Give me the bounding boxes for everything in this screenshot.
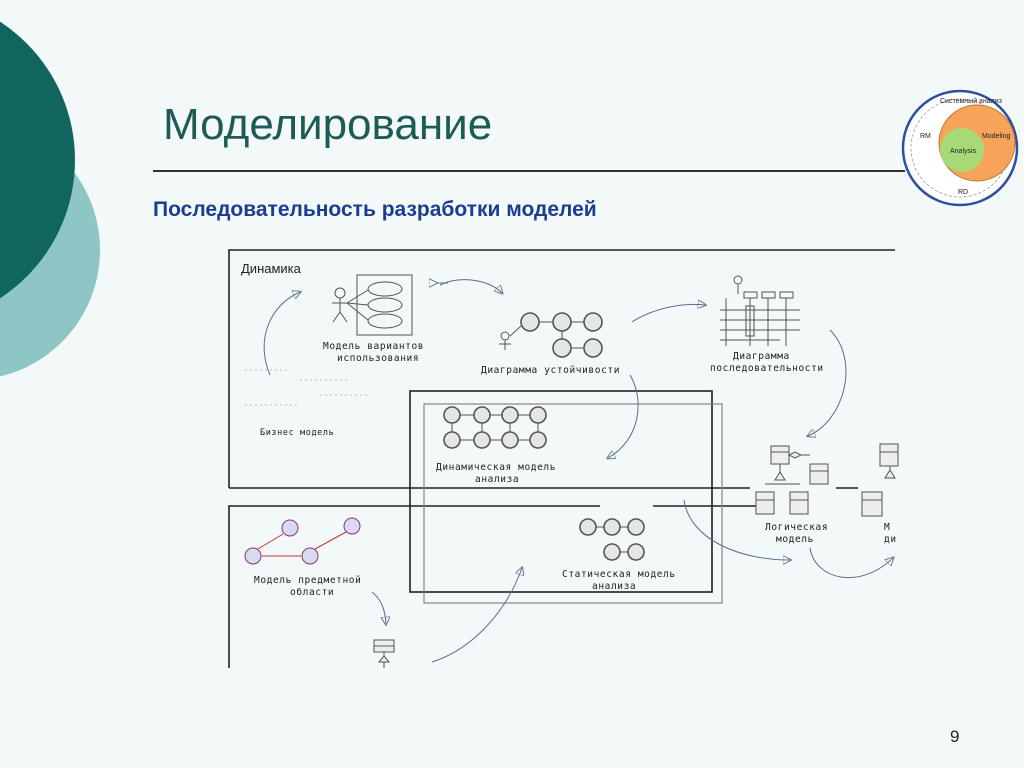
arrow-robustness-to-dynamic xyxy=(608,374,639,458)
page-number: 9 xyxy=(950,727,960,746)
arrow-logical-to-design xyxy=(809,547,893,579)
analysis-box xyxy=(409,390,713,593)
robustness-diagram-icon xyxy=(499,312,603,358)
business-model-icon xyxy=(245,369,370,406)
use-case-model-icon xyxy=(332,274,413,336)
robustness-diagram-label: Диаграмма устойчивости xyxy=(481,365,620,376)
sequence-diagram-label-1: Диаграмма xyxy=(733,351,790,362)
system-analysis-badge: Системный анализ RM Modeling Analysis RD xyxy=(901,89,1019,207)
design-model-icon xyxy=(861,443,899,517)
analysis-box-shadow xyxy=(423,403,723,604)
static-analysis-model-icon xyxy=(579,518,645,561)
use-case-model-label-1: Модель вариантов xyxy=(323,341,424,352)
badge-rm-label: RM xyxy=(920,133,931,140)
bottom-class-icon xyxy=(373,639,395,668)
sequence-diagram-icon xyxy=(720,275,800,346)
title-divider xyxy=(153,170,905,172)
logical-model-label-2: модель xyxy=(776,534,814,545)
arrow-static-to-logical xyxy=(683,499,790,560)
badge-modeling-label: Modeling xyxy=(982,133,1011,140)
dynamic-analysis-model-icon xyxy=(443,406,547,449)
arrow-sequence-to-logical xyxy=(808,329,847,436)
arrow-class-to-static xyxy=(431,568,522,663)
arrow-domain-to-class xyxy=(371,591,386,624)
badge-top-label: Системный анализ xyxy=(940,97,1002,105)
decor-circle-dark xyxy=(0,21,75,299)
sequence-diagram-label-2: последовательности xyxy=(710,363,824,374)
flow-arrows xyxy=(263,279,893,663)
dynamics-label: Динамика xyxy=(241,261,302,276)
dynamic-analysis-model-label-2: анализа xyxy=(475,474,519,485)
arrow-robustness-to-sequence xyxy=(631,304,705,323)
arrow-usecase-to-robustness xyxy=(439,279,502,293)
badge-rd-label: RD xyxy=(958,189,968,196)
badge-analysis-label: Analysis xyxy=(950,148,977,155)
arrow-business-to-usecase xyxy=(263,292,300,376)
design-model-label-1: М xyxy=(884,522,890,533)
design-model-label-2: ди xyxy=(884,534,897,545)
static-analysis-model-label-2: анализа xyxy=(592,581,636,592)
dynamic-analysis-model-label-1: Динамическая модель xyxy=(436,462,556,473)
dynamics-frame xyxy=(228,249,895,488)
use-case-model-label-2: использования xyxy=(337,353,419,364)
static-analysis-model-label-1: Статическая модель xyxy=(562,569,676,580)
business-model-label: Бизнес модель xyxy=(260,428,334,438)
logical-model-icon xyxy=(755,445,829,515)
domain-model-label-2: области xyxy=(290,587,334,598)
static-frame xyxy=(228,505,600,668)
domain-model-label-1: Модель предметной xyxy=(254,575,361,586)
logical-model-label-1: Логическая xyxy=(765,522,828,533)
page-subtitle: Последовательность разработки моделей xyxy=(153,198,597,221)
decorative-circles xyxy=(0,21,100,377)
domain-model-icon xyxy=(244,517,361,565)
page-title: Моделирование xyxy=(163,100,493,149)
